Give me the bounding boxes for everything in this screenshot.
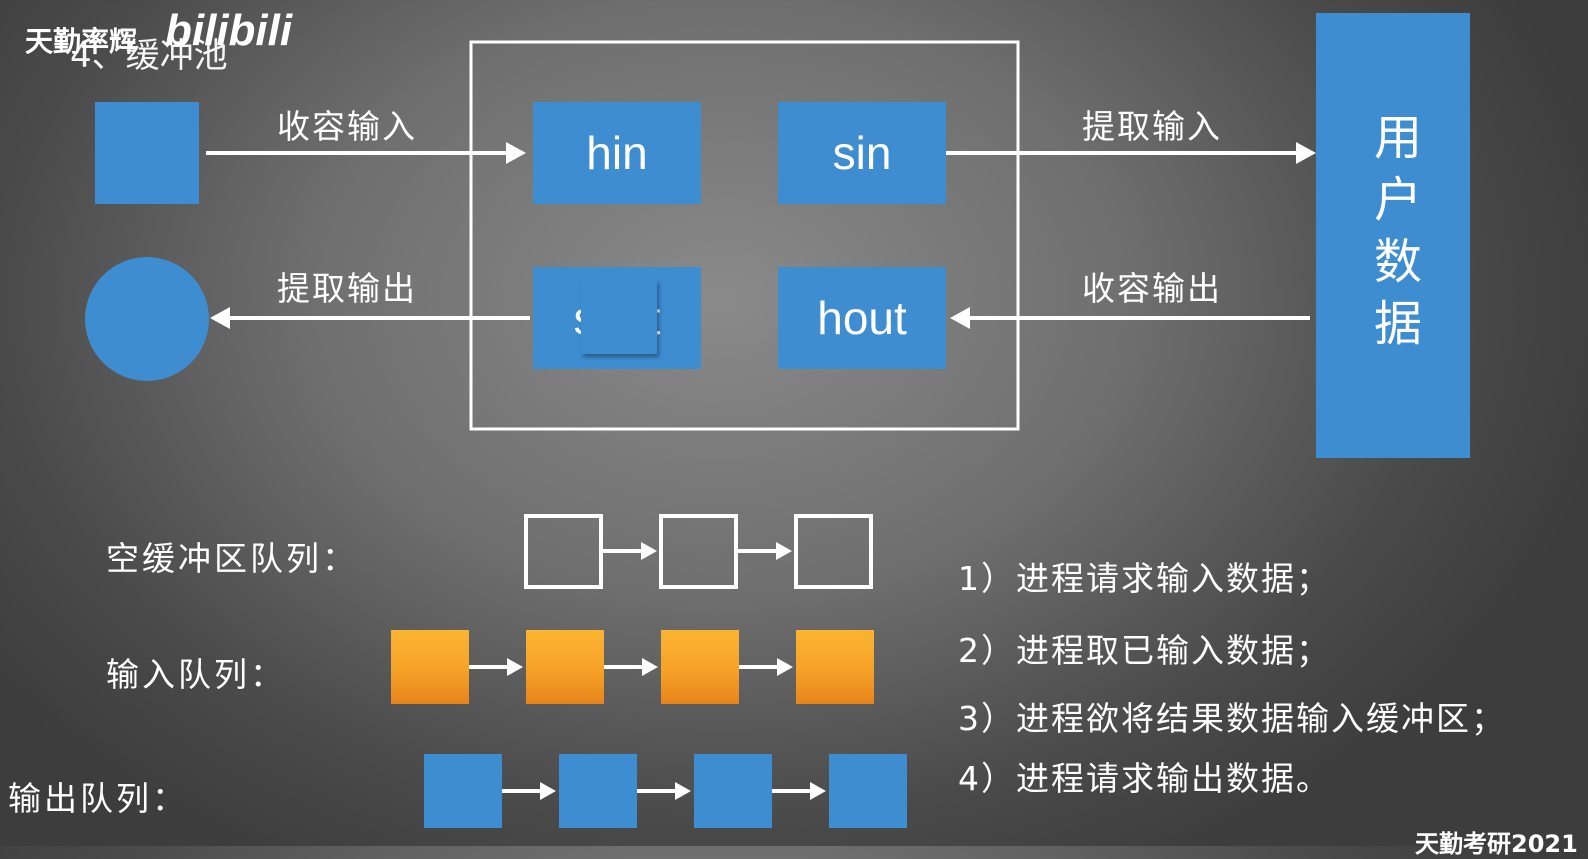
- accept-output-arrowhead: [950, 307, 970, 329]
- step-3: 3）进程欲将结果数据输入缓冲区；: [958, 699, 1506, 738]
- empty-buffer-2: [659, 514, 738, 589]
- buffer-hin: hin: [533, 102, 701, 204]
- output-device-circle: [85, 257, 209, 381]
- input-buffer-4: [796, 630, 874, 704]
- user-data-label: 用户数据: [1365, 111, 1421, 360]
- empty-buffer-1: [524, 514, 603, 589]
- input-buffer-1: [391, 630, 469, 704]
- input-device-square: [95, 102, 199, 204]
- input-queue-arrows: [469, 658, 793, 676]
- slide-title: 4、缓冲池: [70, 36, 228, 76]
- step-4: 4）进程请求输出数据。: [958, 759, 1331, 798]
- accept-input-label: 收容输入: [277, 107, 417, 146]
- accept-output-label: 收容输出: [1082, 269, 1222, 308]
- buffer-pool-frame: [469, 40, 1020, 431]
- output-buffer-1: [424, 754, 502, 828]
- input-buffer-2: [526, 630, 604, 704]
- step-2: 2）进程取已输入数据；: [958, 631, 1331, 670]
- output-buffer-4: [829, 754, 907, 828]
- output-buffer-2: [559, 754, 637, 828]
- empty-buffer-3: [794, 514, 873, 589]
- buffer-sout-overlay: [581, 280, 657, 354]
- output-queue-label: 输出队列：: [8, 779, 188, 818]
- output-buffer-3: [694, 754, 772, 828]
- extract-output-arrowhead: [210, 307, 230, 329]
- watermark-bottom-right: 天勤考研2021: [1415, 830, 1578, 858]
- extract-input-label: 提取输入: [1082, 107, 1222, 146]
- extract-output-label: 提取输出: [277, 269, 417, 308]
- bilibili-logo: bilibili: [165, 6, 293, 55]
- output-queue-arrows: [502, 782, 826, 800]
- input-queue-label: 输入队列：: [106, 655, 286, 694]
- buffer-hout: hout: [778, 267, 946, 369]
- input-buffer-3: [661, 630, 739, 704]
- empty-queue-arrows: [603, 542, 792, 560]
- watermark-channel: 天勤率辉: [25, 25, 138, 58]
- user-data-block: 用户数据: [1316, 13, 1470, 458]
- empty-queue-label: 空缓冲区队列：: [106, 539, 358, 578]
- buffer-sin: sin: [778, 102, 946, 204]
- step-1: 1）进程请求输入数据；: [958, 559, 1331, 598]
- extract-input-arrowhead: [1296, 142, 1316, 164]
- accept-input-arrowhead: [506, 142, 526, 164]
